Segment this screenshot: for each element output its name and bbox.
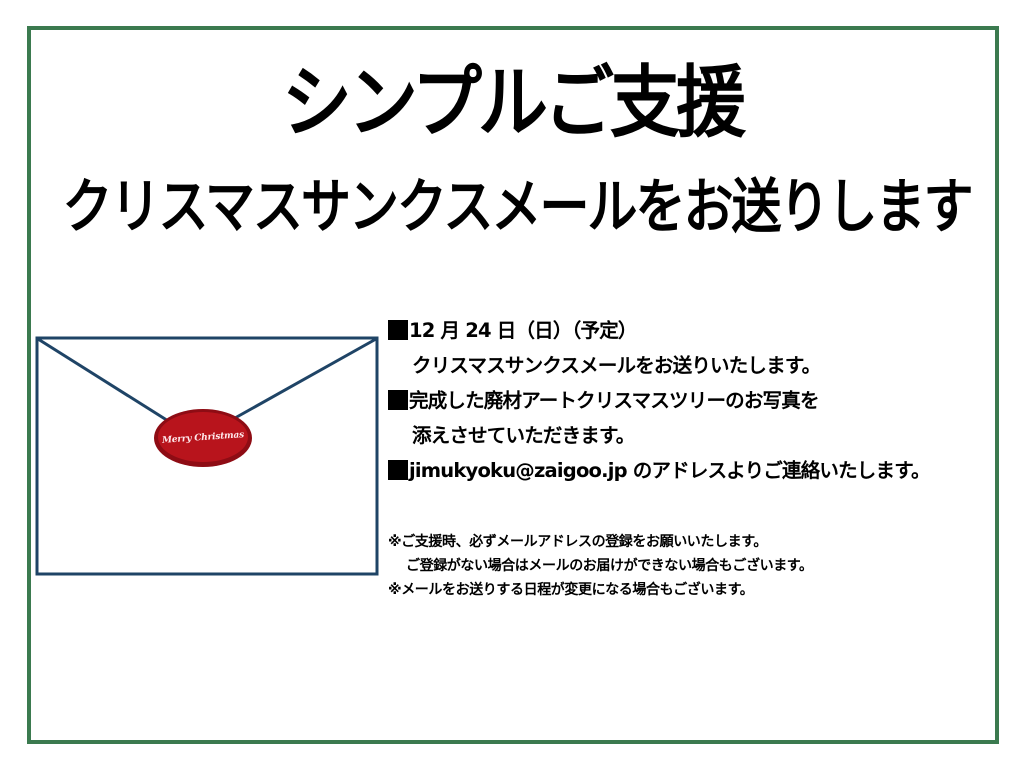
note-line: ※メールをお送りする日程が変更になる場合もございます。 [388,582,754,598]
info-item-photo: 完成した廃材アートクリスマスツリーのお写真を [388,383,1024,418]
page-title: シンプルご支援 [282,56,746,149]
info-contact-text: jimukyoku@zaigoo.jp のアドレスよりご連絡いたします。 [409,459,930,482]
envelope-icon: Merry Christmas [35,336,379,576]
square-bullet-icon [388,320,408,340]
info-list: 12 月 24 日（日）（予定） クリスマスサンクスメールをお送りいたします。 … [388,313,1024,488]
info-photo-detail: 添えさせていただきます。 [412,424,635,447]
info-date-text: 12 月 24 日（日）（予定） [409,319,637,342]
note-line: ※ご支援時、必ずメールアドレスの登録をお願いいたします。 [388,534,768,550]
envelope-graphic [35,336,379,576]
page-subtitle: クリスマスサンクスメールをお送りします [62,172,974,242]
page-frame [27,26,999,744]
info-item-contact: jimukyoku@zaigoo.jp のアドレスよりご連絡いたします。 [388,453,1024,488]
square-bullet-icon [388,390,408,410]
info-date-detail: クリスマスサンクスメールをお送りいたします。 [412,354,821,377]
info-photo-text: 完成した廃材アートクリスマスツリーのお写真を [409,389,819,412]
note-line: ご登録がない場合はメールのお届けができない場合もございます。 [406,558,813,574]
square-bullet-icon [388,460,408,480]
notes: ※ご支援時、必ずメールアドレスの登録をお願いいたします。 ご登録がない場合はメー… [388,530,813,602]
info-item-date: 12 月 24 日（日）（予定） [388,313,1024,348]
